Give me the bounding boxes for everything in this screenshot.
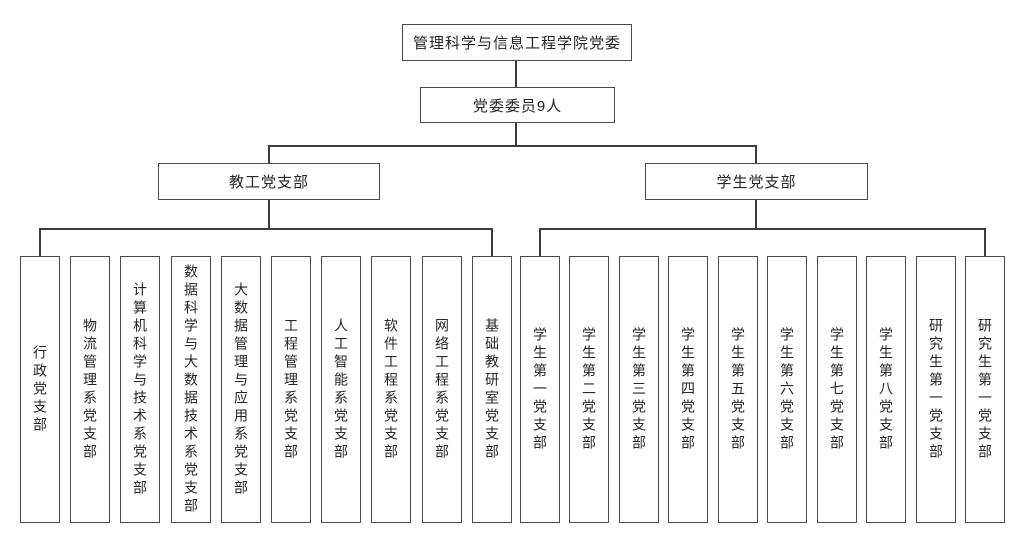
- connector-line: [515, 61, 517, 88]
- org-leaf-label: 物流管理系党支部: [82, 317, 98, 462]
- org-leaf-label: 软件工程系党支部: [383, 317, 399, 462]
- org-leaf-box: 学生第三党支部: [619, 256, 659, 523]
- org-box-committee-label: 党委委员9人: [472, 97, 563, 115]
- org-leaf-box: 数据科学与大数据技术系党支部: [171, 256, 211, 523]
- org-leaf-box: 基础教研室党支部: [472, 256, 512, 523]
- org-leaf-label: 工程管理系党支部: [283, 317, 299, 462]
- org-leaf-label: 学生第一党支部: [532, 326, 548, 453]
- org-leaf-box: 物流管理系党支部: [70, 256, 110, 523]
- connector-line: [539, 228, 541, 256]
- org-leaf-label: 学生第三党支部: [631, 326, 647, 453]
- org-leaf-box: 大数据管理与应用系党支部: [221, 256, 261, 523]
- org-box-root: 管理科学与信息工程学院党委: [402, 24, 632, 61]
- org-leaf-box: 学生第七党支部: [817, 256, 857, 523]
- connector-line: [984, 228, 986, 256]
- org-leaf-box: 学生第六党支部: [767, 256, 807, 523]
- org-leaf-label: 网络工程系党支部: [434, 317, 450, 462]
- connector-line: [268, 200, 270, 228]
- org-leaf-label: 学生第八党支部: [878, 326, 894, 453]
- org-leaf-box: 计算机科学与技术系党支部: [120, 256, 160, 523]
- org-leaf-box: 人工智能系党支部: [321, 256, 361, 523]
- connector-line: [268, 145, 757, 147]
- org-box-faculty-branch: 教工党支部: [158, 163, 380, 200]
- org-leaf-label: 计算机科学与技术系党支部: [132, 281, 148, 498]
- connector-line: [515, 123, 517, 145]
- org-leaf-label: 基础教研室党支部: [484, 317, 500, 462]
- connector-line: [491, 228, 493, 256]
- org-leaf-label: 研究生第一党支部: [977, 317, 993, 462]
- org-leaf-box: 研究生第一党支部: [916, 256, 956, 523]
- org-box-faculty-label: 教工党支部: [228, 174, 309, 191]
- org-leaf-box: 工程管理系党支部: [271, 256, 311, 523]
- org-leaf-box: 学生第五党支部: [718, 256, 758, 523]
- org-box-student-branch: 学生党支部: [645, 163, 868, 200]
- org-leaf-label: 学生第五党支部: [730, 326, 746, 453]
- org-leaf-label: 行政党支部: [32, 344, 48, 435]
- org-leaf-label: 大数据管理与应用系党支部: [233, 281, 249, 498]
- org-leaf-box: 行政党支部: [20, 256, 60, 523]
- connector-line: [39, 228, 493, 230]
- org-box-committee: 党委委员9人: [420, 87, 615, 123]
- org-leaf-label: 学生第七党支部: [829, 326, 845, 453]
- org-leaf-box: 软件工程系党支部: [371, 256, 411, 523]
- org-leaf-label: 研究生第一党支部: [928, 317, 944, 462]
- org-leaf-box: 学生第四党支部: [668, 256, 708, 523]
- connector-line: [39, 228, 41, 256]
- org-leaf-box: 研究生第一党支部: [965, 256, 1005, 523]
- org-leaf-label: 学生第四党支部: [680, 326, 696, 453]
- org-box-student-label: 学生党支部: [716, 174, 797, 191]
- org-leaf-box: 网络工程系党支部: [422, 256, 462, 523]
- connector-line: [539, 228, 986, 230]
- org-leaf-box: 学生第二党支部: [569, 256, 609, 523]
- connector-line: [755, 145, 757, 163]
- connector-line: [755, 200, 757, 228]
- org-box-root-label: 管理科学与信息工程学院党委: [412, 35, 621, 52]
- org-leaf-label: 学生第二党支部: [581, 326, 597, 453]
- org-leaf-label: 人工智能系党支部: [333, 317, 349, 462]
- org-leaf-box: 学生第一党支部: [520, 256, 560, 523]
- org-leaf-label: 数据科学与大数据技术系党支部: [183, 263, 199, 516]
- org-leaf-box: 学生第八党支部: [866, 256, 906, 523]
- org-leaf-label: 学生第六党支部: [779, 326, 795, 453]
- connector-line: [268, 145, 270, 163]
